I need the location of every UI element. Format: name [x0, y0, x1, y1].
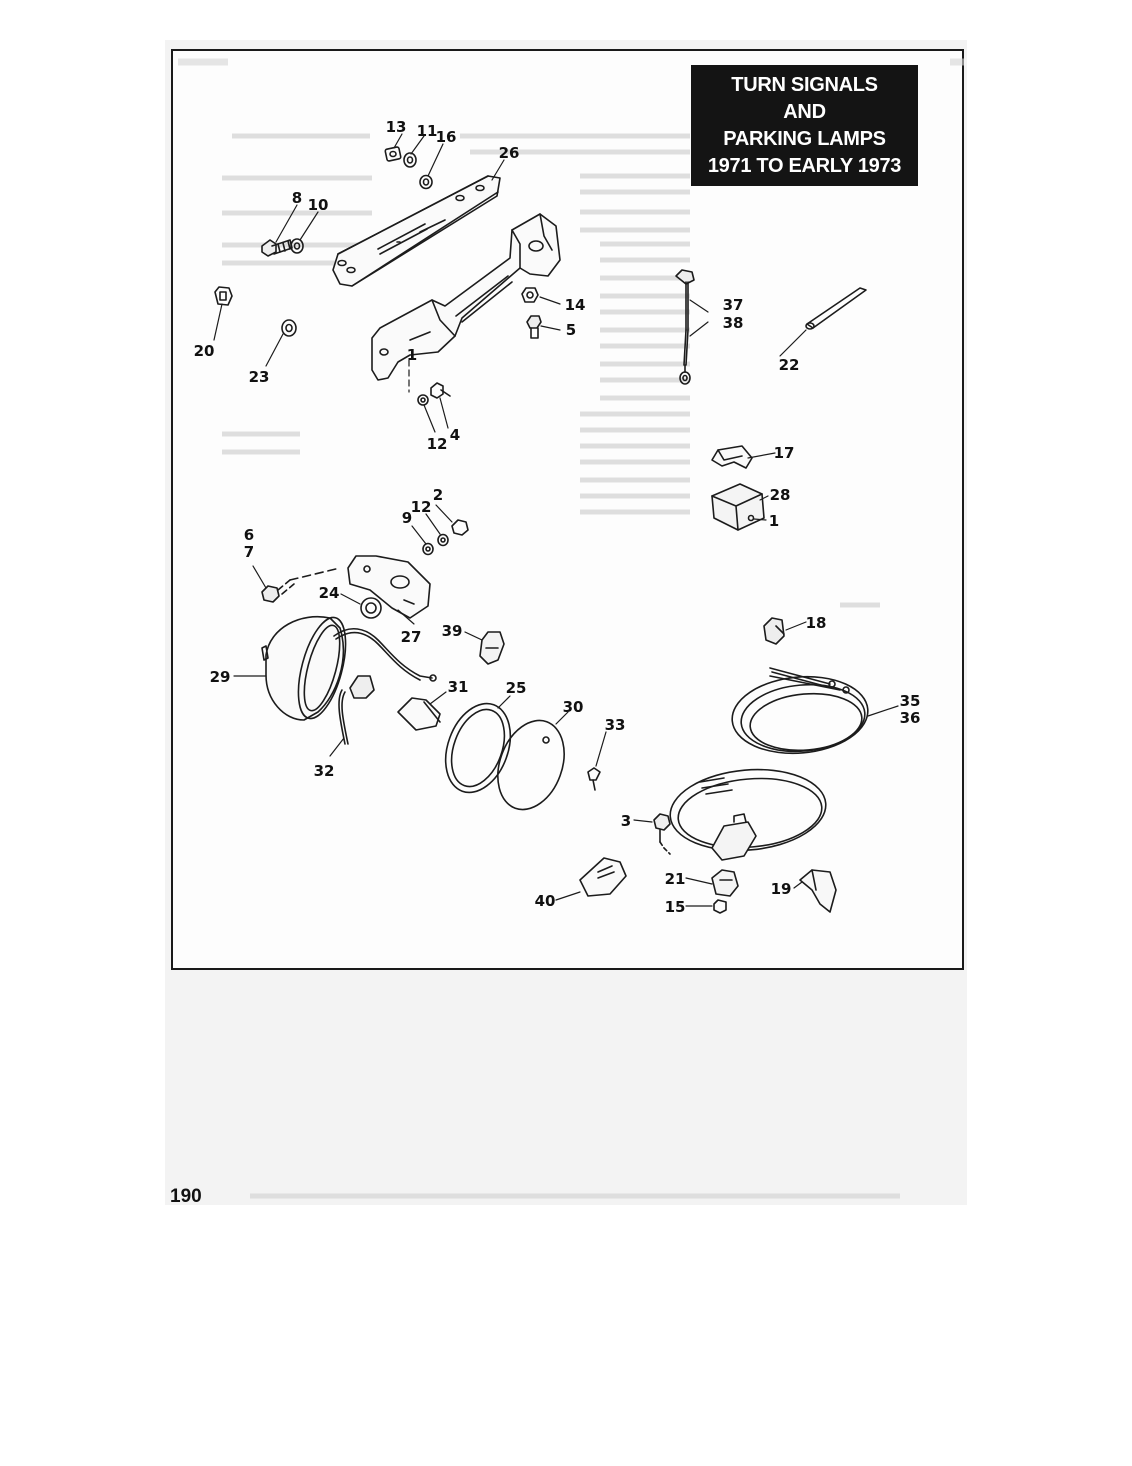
- part-label-11: 11: [417, 122, 438, 140]
- part-label-30: 30: [563, 698, 584, 716]
- hardware-mid: [422, 519, 469, 556]
- part-label-1-bracket: 1: [407, 346, 417, 364]
- part-label-19: 19: [771, 880, 792, 898]
- part-label-36: 36: [900, 709, 921, 727]
- part-label-31: 31: [448, 678, 469, 696]
- part-label-27: 27: [401, 628, 422, 646]
- part-label-23: 23: [249, 368, 270, 386]
- part-label-29: 29: [210, 668, 231, 686]
- diagram-title: TURN SIGNALS AND PARKING LAMPS 1971 TO E…: [691, 65, 918, 186]
- part-label-5: 5: [566, 321, 576, 339]
- part-label-35: 35: [900, 692, 921, 710]
- part-label-10: 10: [308, 196, 329, 214]
- part-label-16: 16: [436, 128, 457, 146]
- lower-hardware: [579, 813, 837, 914]
- title-line-1: TURN SIGNALS: [731, 73, 878, 96]
- part-label-37: 37: [723, 296, 744, 314]
- part-label-4: 4: [450, 426, 460, 444]
- part-label-17: 17: [774, 444, 795, 462]
- part-label-21: 21: [665, 870, 686, 888]
- part-label-28: 28: [770, 486, 791, 504]
- mounting-plate-drawing: [332, 175, 501, 287]
- leader-lines: [213, 133, 899, 907]
- wire-assembly: [675, 269, 867, 385]
- part-label-25: 25: [506, 679, 527, 697]
- part-label-2: 2: [433, 486, 443, 504]
- lamp-mount-group: [261, 555, 431, 619]
- part-label-12a: 12: [427, 435, 448, 453]
- lamp-housing-drawing: [261, 616, 437, 721]
- part-label-1: 1: [769, 512, 779, 530]
- part-label-33: 33: [605, 716, 626, 734]
- diagram-frame: [171, 49, 964, 970]
- lens-group: [338, 675, 601, 811]
- page-number: 190: [170, 1186, 202, 1207]
- part-label-22: 22: [779, 356, 800, 374]
- part-label-9: 9: [402, 509, 412, 527]
- part-label-8: 8: [292, 189, 302, 207]
- title-line-4: 1971 TO EARLY 1973: [707, 154, 902, 177]
- title-line-2: AND: [783, 100, 826, 123]
- part-label-12b: 12: [411, 498, 432, 516]
- flasher-group: [711, 445, 765, 531]
- hardware-top: [214, 146, 542, 406]
- harness-group: [669, 617, 869, 861]
- part-label-3: 3: [621, 812, 631, 830]
- part-label-20: 20: [194, 342, 215, 360]
- part-label-13: 13: [386, 118, 407, 136]
- part-label-14: 14: [565, 296, 586, 314]
- part-label-38: 38: [723, 314, 744, 332]
- part-label-39: 39: [442, 622, 463, 640]
- part-label-7: 7: [244, 543, 254, 561]
- part-label-26: 26: [499, 144, 520, 162]
- part-label-24: 24: [319, 584, 340, 602]
- part-label-15: 15: [665, 898, 686, 916]
- part-label-40: 40: [535, 892, 556, 910]
- connector-drawing: [479, 631, 505, 665]
- lamp-bracket-drawing: [371, 213, 561, 381]
- title-line-3: PARKING LAMPS: [723, 127, 886, 150]
- part-label-32: 32: [314, 762, 335, 780]
- part-label-6: 6: [244, 526, 254, 544]
- part-labels: 13 11 16 26 8 10 20 23 14 5 37 38 22 12 …: [194, 118, 921, 916]
- part-label-18: 18: [806, 614, 827, 632]
